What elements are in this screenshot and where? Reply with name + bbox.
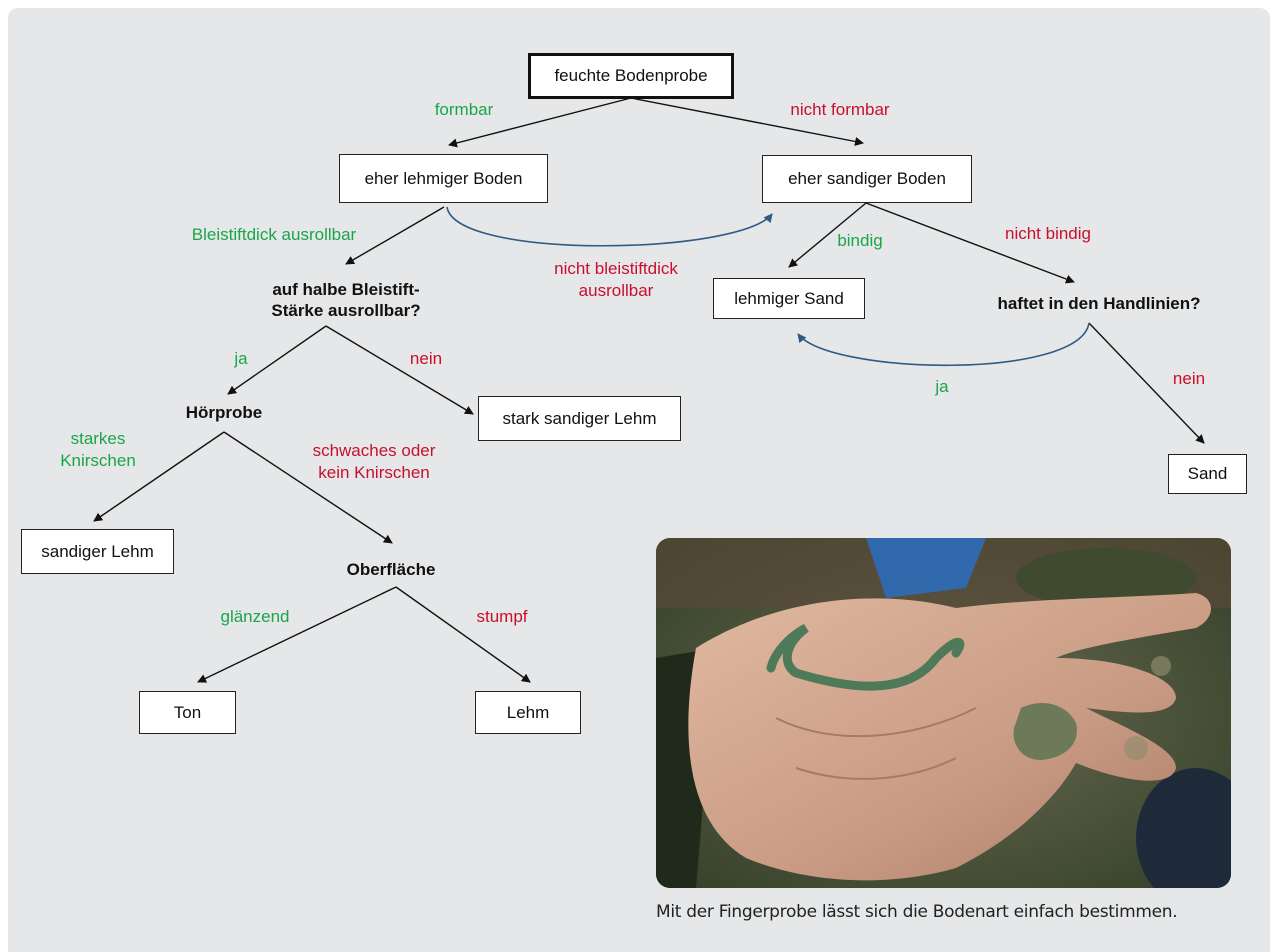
fingerprobe-photo	[656, 538, 1231, 888]
label-nicht-bleistiftdick-line2: ausrollbar	[578, 281, 654, 300]
node-sand: Sand	[1168, 454, 1247, 494]
edge-oberflaeche-ton	[197, 586, 397, 683]
label-nicht-formbar: nicht formbar	[790, 100, 890, 119]
question-oberflaeche: Oberfläche	[346, 560, 436, 579]
node-feuchte-bodenprobe: feuchte Bodenprobe	[528, 53, 734, 99]
label-bindig: bindig	[837, 231, 883, 250]
question-handlinien: haftet in den Handlinien?	[997, 294, 1201, 313]
edge-bleistift-stark-sandiger-lehm	[325, 325, 474, 415]
node-eher-lehmiger-boden: eher lehmiger Boden	[339, 154, 548, 203]
edge-root-sandig	[630, 97, 864, 146]
hand-palm	[688, 593, 1211, 881]
label-nicht-bindig: nicht bindig	[1004, 224, 1091, 243]
label-nein-handlinien: nein	[1172, 369, 1206, 388]
label-ja-bleistift: ja	[234, 349, 248, 368]
node-eher-sandiger-boden: eher sandiger Boden	[762, 155, 972, 203]
label-starkes-line2: Knirschen	[60, 451, 136, 470]
label-nein-bleistift: nein	[409, 349, 443, 368]
edge-oberflaeche-lehm	[395, 586, 531, 683]
label-bleistiftdick-ausrollbar: Bleistiftdick ausrollbar	[191, 225, 357, 244]
label-nicht-bleistiftdick-line1: nicht bleistiftdick	[554, 259, 678, 278]
label-stumpf: stumpf	[476, 607, 528, 626]
question-hoerprobe: Hörprobe	[185, 403, 263, 422]
question-bleistift-staerke: auf halbe Bleistift- Stärke ausrollbar?	[226, 279, 466, 321]
edge-lehmig-bleistift	[345, 206, 445, 265]
label-schwaches-knirschen: schwaches oder kein Knirschen	[296, 440, 452, 484]
edge-hoerprobe-sandiger-lehm	[93, 431, 225, 522]
label-schwaches-line1: schwaches oder	[312, 441, 436, 460]
node-lehmiger-sand: lehmiger Sand	[713, 278, 865, 319]
curved-arrow-ja-handlinien	[797, 322, 1090, 367]
node-ton: Ton	[139, 691, 236, 734]
photo-caption: Mit der Fingerprobe lässt sich die Boden…	[656, 902, 1178, 922]
edge-root-lehmig	[448, 97, 632, 148]
label-formbar: formbar	[434, 100, 494, 119]
edge-handlinien-sand	[1088, 322, 1205, 444]
curved-arrow-nicht-bleistiftdick	[446, 206, 773, 247]
label-schwaches-line2: kein Knirschen	[318, 463, 430, 482]
edge-bleistift-hoerprobe	[227, 325, 327, 395]
question-bleistift-line1: auf halbe Bleistift-	[272, 280, 420, 299]
label-nicht-bleistiftdick: nicht bleistiftdick ausrollbar	[536, 258, 696, 302]
node-stark-sandiger-lehm: stark sandiger Lehm	[478, 396, 681, 441]
node-sandiger-lehm: sandiger Lehm	[21, 529, 174, 574]
edge-hoerprobe-oberflaeche	[223, 431, 393, 544]
label-ja-handlinien: ja	[935, 377, 949, 396]
clay-lump	[1013, 703, 1077, 760]
label-starkes-knirschen: starkes Knirschen	[48, 428, 148, 472]
label-starkes-line1: starkes	[70, 429, 126, 448]
clay-roll	[766, 623, 965, 691]
question-bleistift-line2: Stärke ausrollbar?	[271, 301, 421, 320]
edge-sandig-handlinien	[865, 202, 1075, 284]
edge-sandig-lehmiger-sand	[788, 202, 867, 268]
node-lehm: Lehm	[475, 691, 581, 734]
label-glaenzend: glänzend	[220, 607, 290, 626]
